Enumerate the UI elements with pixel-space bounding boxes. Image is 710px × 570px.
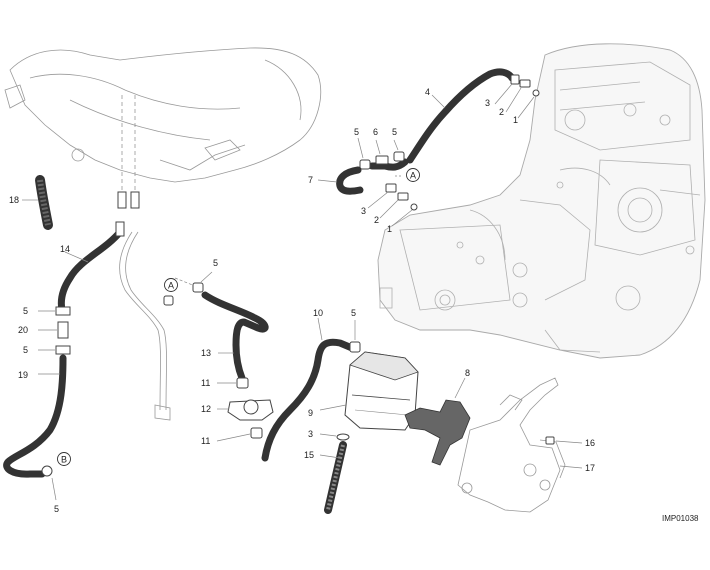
label-20: 20 [18,325,28,335]
label-5-d: 5 [23,306,28,316]
label-19: 19 [18,370,28,380]
part-chain-left [3,306,71,501]
fairing-outline [4,47,322,183]
label-1-upper: 1 [513,115,518,125]
label-14: 14 [60,244,70,254]
svg-text:A: A [168,281,174,291]
label-3-upper: 3 [485,98,490,108]
label-10: 10 [313,308,323,318]
label-1-mid: 1 [387,224,392,234]
svg-text:B: B [61,455,67,465]
label-2-mid: 2 [374,215,379,225]
part-18-sleeve [22,175,53,230]
callout-b: B [57,452,71,466]
label-5-g: 5 [351,308,356,318]
label-13: 13 [201,348,211,358]
label-4: 4 [425,87,430,97]
label-5-a: 5 [354,127,359,137]
label-7: 7 [308,175,313,185]
label-5-e: 5 [23,345,28,355]
part-14-hose [57,221,171,421]
part-number-labels: 4 3 2 1 5 6 5 7 3 2 1 18 14 5 5 20 5 19 … [9,87,595,514]
drawing-code: IMP01038 [662,514,699,523]
label-18: 18 [9,195,19,205]
label-3-low: 3 [308,429,313,439]
label-5-b: 5 [392,127,397,137]
engine-block [377,43,706,359]
svg-text:A: A [410,171,416,181]
mount-rods [117,95,140,209]
label-11-a: 11 [201,378,210,388]
label-6: 6 [373,127,378,137]
part-10-hose [261,317,361,462]
upper-hose-assembly [317,68,540,227]
label-12: 12 [201,404,211,414]
label-3-mid: 3 [361,206,366,216]
part-16-17-bracket [457,377,583,513]
part-3-15 [319,433,350,514]
label-15: 15 [304,450,314,460]
label-17: 17 [585,463,595,473]
callout-a-left: A [163,278,178,306]
label-16: 16 [585,438,595,448]
part-13-12-11-assembly [174,271,274,442]
label-8: 8 [465,368,470,378]
part-8-bracket [404,377,471,466]
label-2-upper: 2 [499,107,504,117]
part-9-tank [319,351,419,431]
label-9: 9 [308,408,313,418]
label-5-f: 5 [54,504,59,514]
callout-a-upper: A [406,168,420,182]
label-11-b: 11 [201,436,210,446]
label-5-c: 5 [213,258,218,268]
